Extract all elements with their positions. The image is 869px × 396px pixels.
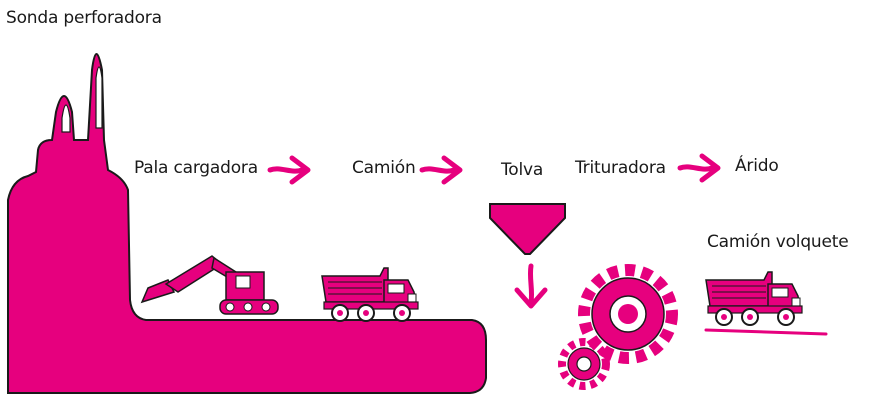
truck-icon (321, 267, 419, 322)
label-loader: Pala cargadora (134, 158, 258, 178)
label-dump-truck: Camión volquete (707, 232, 849, 252)
label-hopper: Tolva (501, 160, 544, 180)
label-crusher: Trituradora (575, 158, 666, 178)
arrow-right-icon (680, 156, 718, 180)
arrow-right-icon (270, 158, 308, 182)
gear-icon (558, 338, 610, 390)
excavator-icon (140, 255, 279, 315)
arrow-right-icon (422, 158, 460, 182)
label-aggregate: Árido (735, 156, 779, 176)
label-drill-rig: Sonda perforadora (6, 8, 162, 28)
arrow-down-icon (514, 263, 548, 309)
hopper-icon (489, 203, 566, 255)
gear-icon (578, 264, 678, 364)
drill-rig-silhouette (7, 53, 487, 394)
label-truck: Camión (352, 158, 416, 178)
dump-truck-icon (704, 271, 828, 336)
